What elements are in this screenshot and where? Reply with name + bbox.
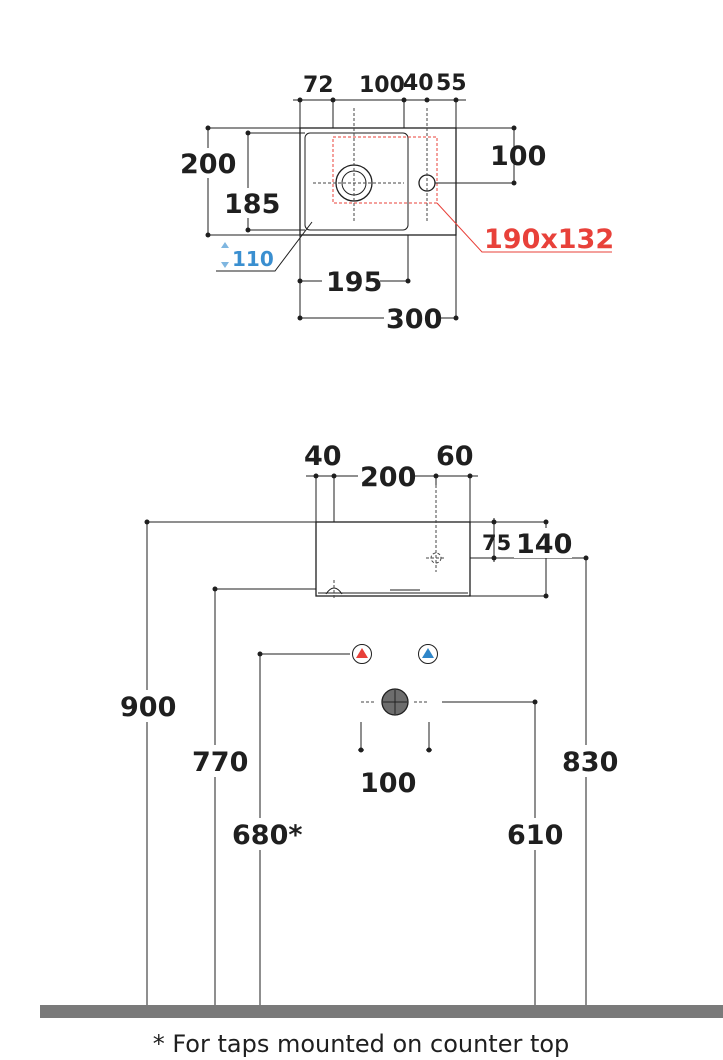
tick-dot [583,555,589,561]
tick-dot [426,747,432,753]
tick-dot [313,473,319,479]
label-bg [560,745,618,777]
tick-dot [467,473,473,479]
tick-dot [297,278,303,284]
tick-dot [453,315,459,321]
dim-680: 680* [232,820,302,851]
tick-dot [491,555,497,561]
dim-75: 75 [482,531,511,555]
dim-300: 300 [386,304,442,335]
tick-dot [212,586,218,592]
tick-dot [532,699,538,705]
tick-dot [543,593,549,599]
tick-dot [144,519,150,525]
tick-dot [245,227,251,233]
label-bg [222,188,280,218]
dim-610: 610 [507,820,563,851]
label-bg [178,148,236,178]
tick-dot [491,519,497,525]
basin-area-label: 190x132 [484,224,614,255]
tick-dot [401,97,407,103]
basin-outline-front [315,521,471,597]
dim-185: 185 [224,189,280,220]
dim-200-front: 200 [360,462,416,493]
tick-dot [297,97,303,103]
dim-100-top: 100 [359,73,405,98]
dim-60-front: 60 [436,441,474,472]
front-view: 40 200 60 75 140 100 [40,441,723,1018]
top-view: 190x132 72 100 40 55 200 185 [178,71,614,335]
dim-55-top: 55 [436,71,467,96]
dim-900: 900 [120,692,176,723]
dim-100-front: 100 [360,768,416,799]
dim-40-top: 40 [403,71,434,96]
dim-200-left: 200 [180,149,236,180]
tick-dot [543,519,549,525]
depth-arrows-icon [221,242,229,268]
dim-40-front: 40 [304,441,342,472]
footnote: * For taps mounted on counter top [153,1030,570,1058]
dim-72: 72 [303,73,334,98]
tick-dot [257,651,263,657]
tick-dot [330,97,336,103]
label-bg [514,528,572,558]
tick-dot [511,180,517,186]
basin-outline-top [299,127,457,236]
dim-depth-110: 110 [232,247,274,271]
tick-dot [245,130,251,136]
tick-dot [205,125,211,131]
label-bg [118,690,176,722]
tick-dot [424,97,430,103]
floor-line [40,1005,723,1018]
tick-dot [205,232,211,238]
label-bg [505,818,563,850]
dim-830: 830 [562,747,618,778]
basin-area-outline [332,136,438,204]
tick-dot [433,473,439,479]
hot-supply-icon [356,648,368,658]
dim-140: 140 [516,529,572,560]
dim-195: 195 [326,267,382,298]
bowl-outline-top [304,132,409,231]
label-bg [230,818,302,850]
cold-supply-icon [422,648,434,658]
label-bg [190,745,248,777]
dim-100-right: 100 [490,141,546,172]
tick-dot [405,278,411,284]
tick-dot [453,97,459,103]
basin-area-leader [436,202,612,253]
tick-dot [358,747,364,753]
tick-dot [511,125,517,131]
tick-dot [297,315,303,321]
tick-dot [331,473,337,479]
dim-770: 770 [192,747,248,778]
